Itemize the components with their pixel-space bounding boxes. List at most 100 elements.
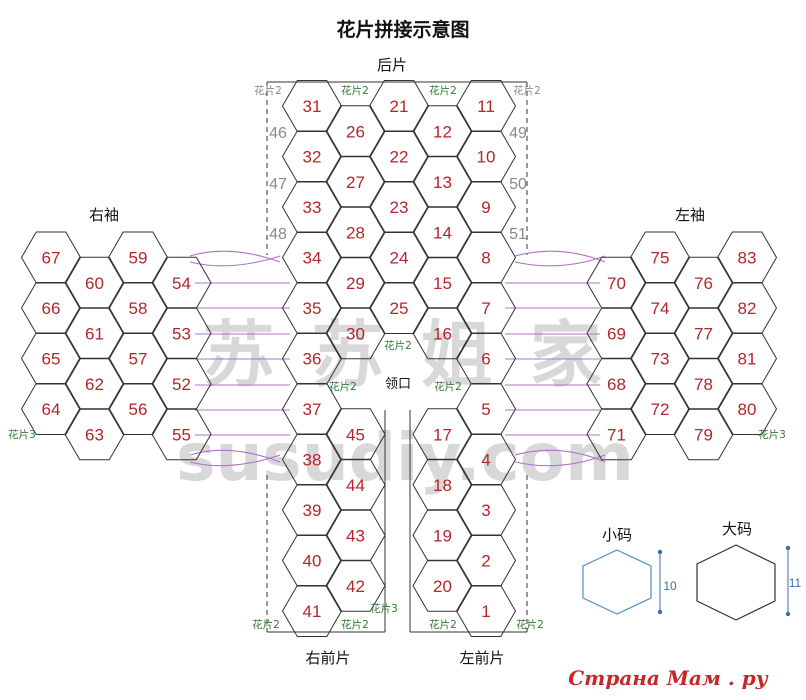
motif-number: 64 (42, 400, 61, 419)
join-labels: 花片2 花片2 花片2 花片2 花片2 花片2 花片2 花片3 花片2 花片2 … (8, 84, 786, 631)
motif-number: 78 (694, 375, 713, 394)
motif-number: 18 (433, 476, 452, 495)
join-label: 花片3 (8, 428, 36, 441)
motif-number: 20 (433, 577, 452, 596)
join-label: 花片2 (252, 618, 280, 631)
motif-number: 68 (607, 375, 626, 394)
motif-number: 33 (303, 198, 322, 217)
motif-number: 11 (477, 97, 495, 116)
motif-hexagon (586, 408, 647, 461)
ghost-number: 46 (269, 125, 287, 142)
motif-number: 69 (607, 324, 626, 343)
motif-number: 13 (433, 173, 452, 192)
motif-number: 70 (607, 274, 626, 293)
motif-number: 27 (346, 173, 365, 192)
legend-small-label: 小码 (602, 526, 632, 544)
motif-number: 65 (42, 350, 61, 369)
motif-number: 62 (85, 375, 104, 394)
motif-number: 24 (390, 249, 409, 268)
motif-number: 40 (303, 552, 322, 571)
size-legend: 小码 10 大码 11 (582, 520, 802, 621)
motif-number: 9 (481, 198, 490, 217)
motif-number: 79 (694, 425, 713, 444)
sleeve-link-lines (189, 250, 606, 467)
motif-hexagon (629, 383, 691, 435)
motif-number: 43 (346, 526, 365, 545)
footer-watermark: Страна Мам . ру (568, 666, 769, 690)
motif-number: 61 (85, 324, 104, 343)
motif-number: 3 (481, 501, 490, 520)
motif-number: 15 (433, 274, 452, 293)
motif-number: 72 (651, 400, 670, 419)
motif-hexagon (412, 559, 473, 612)
ghost-number: 50 (509, 176, 527, 193)
motif-hexagon (20, 383, 82, 435)
motif-number: 28 (346, 223, 365, 242)
motif-hexagon (325, 307, 386, 360)
motif-number: 60 (85, 274, 104, 293)
motif-number: 71 (607, 425, 626, 444)
motif-number: 19 (433, 526, 452, 545)
motif-number: 57 (129, 350, 148, 369)
motif-number: 37 (303, 400, 322, 419)
watermark-line2: susudiy.com (176, 419, 634, 496)
right-front-label: 右前片 (305, 649, 350, 667)
motif-hexagon (325, 559, 386, 612)
motif-hexagon (673, 408, 734, 461)
motif-number: 56 (129, 400, 148, 419)
motif-hexagon (368, 282, 430, 334)
left-front-label: 左前片 (459, 649, 504, 667)
ghost-number: 49 (509, 125, 527, 142)
motif-number: 82 (738, 299, 757, 318)
motif-number: 17 (433, 425, 452, 444)
motif-number: 38 (303, 451, 322, 470)
join-label: 花片2 (329, 380, 357, 393)
motif-number: 32 (303, 148, 322, 167)
motif-number: 7 (481, 299, 490, 318)
motif-number: 2 (481, 552, 490, 571)
motif-number: 81 (738, 350, 757, 369)
motif-number: 14 (433, 223, 452, 242)
link-curve (514, 454, 606, 467)
legend-small-measure: 10 (663, 579, 677, 593)
motif-number: 6 (481, 350, 490, 369)
join-label: 花片2 (429, 84, 457, 97)
motif-number: 67 (42, 249, 61, 268)
hexagon-grid: 3132333435363738394041262728293045444342… (20, 80, 778, 637)
motif-number: 52 (172, 375, 191, 394)
large-dimension-dot (785, 545, 791, 551)
motif-number: 80 (738, 400, 757, 419)
motif-hexagon (107, 383, 169, 435)
motif-hexagon (716, 383, 778, 435)
motif-number: 59 (129, 249, 148, 268)
motif-hexagon (412, 307, 473, 360)
back-panel-label: 后片 (377, 56, 407, 74)
join-label: 花片2 (341, 84, 369, 97)
join-label: 花片2 (429, 618, 457, 631)
join-label: 花片2 (341, 618, 369, 631)
join-label: 花片2 (513, 84, 541, 97)
motif-number: 55 (172, 425, 191, 444)
motif-number: 74 (651, 299, 670, 318)
motif-number: 23 (390, 198, 409, 217)
motif-number: 8 (481, 249, 490, 268)
motif-number: 77 (694, 324, 713, 343)
join-label: 花片3 (758, 428, 786, 441)
motif-number: 22 (390, 148, 409, 167)
small-dimension-dot (657, 549, 663, 555)
motif-number: 53 (172, 324, 191, 343)
motif-number: 26 (346, 122, 365, 141)
page-title: 花片拼接示意图 (336, 18, 469, 41)
motif-hexagon (281, 585, 343, 637)
right-sleeve-label: 右袖 (89, 206, 119, 224)
motif-number: 4 (481, 451, 490, 470)
motif-number: 63 (85, 425, 104, 444)
link-curve (189, 255, 281, 267)
panel-outlines (266, 81, 528, 633)
motif-number: 58 (129, 299, 148, 318)
motif-number: 36 (303, 350, 322, 369)
motif-number: 54 (172, 274, 191, 293)
motif-number: 16 (433, 324, 452, 343)
